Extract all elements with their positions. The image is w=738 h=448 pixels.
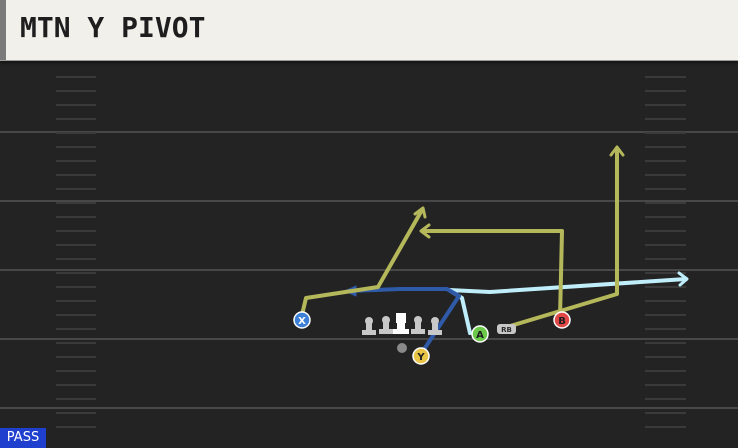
- player-b: B: [553, 311, 571, 329]
- yard-lines: [0, 131, 738, 409]
- player-a: A: [471, 325, 489, 343]
- quarterback-marker: [397, 343, 407, 353]
- svg-text:X: X: [298, 316, 306, 327]
- route-x-arrowhead: [413, 206, 427, 219]
- route-b-arrowhead: [419, 223, 431, 239]
- route-b: [421, 229, 564, 320]
- route-x: [299, 208, 424, 321]
- svg-text:RB: RB: [501, 326, 512, 334]
- lineman: [428, 317, 442, 335]
- right-hash-marks: [645, 76, 686, 428]
- offensive-line: [362, 313, 442, 353]
- route-y: [346, 287, 461, 356]
- player-rb: RB: [497, 324, 516, 334]
- play-title: MTN Y PIVOT: [20, 11, 206, 44]
- left-hash-marks: [56, 76, 96, 428]
- play-type-badge: PASS: [0, 428, 46, 448]
- route-rb-arrowhead: [609, 145, 625, 157]
- route-a-arrowhead: [677, 271, 689, 287]
- header-accent-bar: [0, 0, 6, 60]
- route-rb: [505, 147, 619, 329]
- svg-text:B: B: [558, 316, 566, 327]
- player-y: Y: [412, 347, 430, 365]
- lineman: [379, 316, 393, 334]
- lineman: [362, 317, 376, 335]
- svg-text:A: A: [476, 330, 484, 341]
- center: [393, 313, 409, 334]
- play-header: MTN Y PIVOT: [0, 0, 738, 61]
- routes: [299, 145, 689, 356]
- svg-text:Y: Y: [416, 352, 425, 363]
- player-x: X: [293, 311, 311, 329]
- lineman: [411, 316, 425, 334]
